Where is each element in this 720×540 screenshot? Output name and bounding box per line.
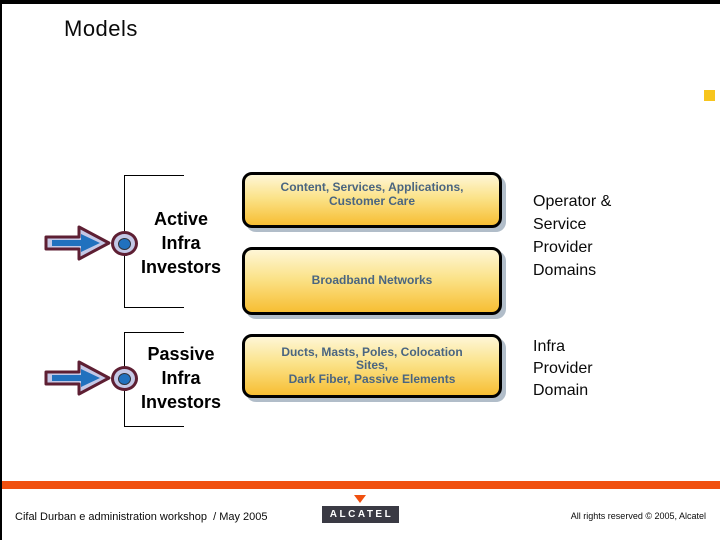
alcatel-triangle-icon xyxy=(354,495,366,503)
infra-provider-domain-label: Infra Provider Domain xyxy=(533,338,593,399)
node-circle-dot xyxy=(118,372,131,385)
alcatel-logo: ALCATEL xyxy=(322,506,399,523)
top-border-bar xyxy=(0,0,720,4)
left-border-line xyxy=(0,0,2,540)
gold-bullet-square xyxy=(704,90,715,101)
footer-rights-text: All rights reserved © 2005, Alcatel xyxy=(570,511,706,521)
footer-accent-bar xyxy=(2,481,720,489)
box-broadband-networks: Broadband Networks xyxy=(242,247,502,315)
box-content-services: Content, Services, Applications, Custome… xyxy=(242,172,502,228)
node-circle-icon xyxy=(111,231,138,256)
operator-service-provider-domains-label: Operator & Service Provider Domains xyxy=(533,193,612,279)
box-ducts-masts-poles: Ducts, Masts, Poles, Colocation Sites, D… xyxy=(242,334,502,398)
right-arrow-icon xyxy=(44,360,111,396)
node-circle-dot xyxy=(118,237,131,250)
footer-workshop-text: Cifal Durban e administration workshop /… xyxy=(15,511,268,523)
slide-title: Models xyxy=(64,16,138,41)
node-circle-icon xyxy=(111,366,138,391)
right-arrow-icon xyxy=(44,225,111,261)
passive-infra-investors-label: Passive Infra Investors xyxy=(140,344,222,412)
active-infra-investors-label: Active Infra Investors xyxy=(140,209,222,277)
